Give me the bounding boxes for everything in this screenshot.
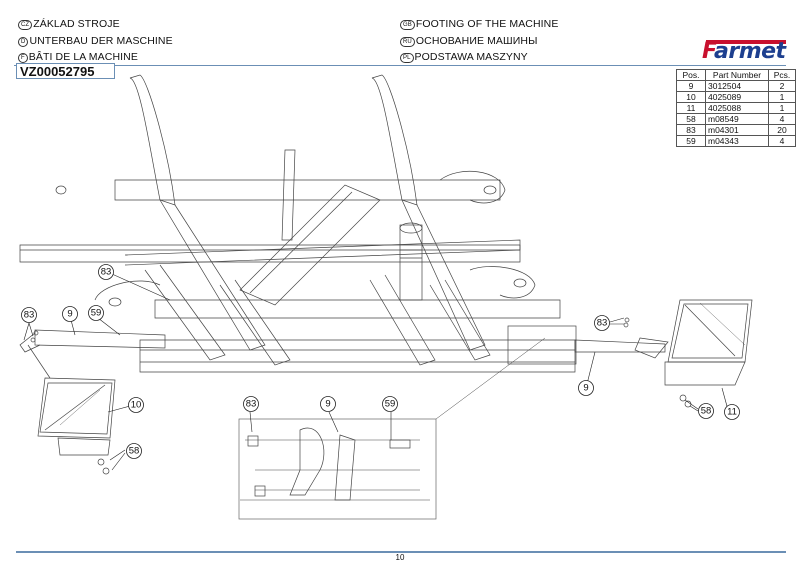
table-row: 9 3012504 2 bbox=[676, 80, 796, 92]
svg-text:11: 11 bbox=[727, 407, 737, 418]
callout-59-left: 59 bbox=[88, 305, 104, 321]
callout-83-right: 83 bbox=[594, 315, 610, 331]
parts-table: Pos. Part Number Pcs. 9 3012504 2 10 402… bbox=[676, 69, 796, 147]
callout-58-right: 58 bbox=[698, 403, 714, 419]
cell-pcs: 1 bbox=[768, 102, 796, 114]
callout-9-detail: 9 bbox=[320, 396, 336, 412]
callout-11: 11 bbox=[724, 404, 740, 420]
cell-pcs: 20 bbox=[768, 124, 796, 136]
table-row: 11 4025088 1 bbox=[676, 102, 796, 114]
lang-badge-fr: F bbox=[18, 53, 28, 63]
cell-pos: 59 bbox=[676, 135, 706, 147]
title-gb-text: FOOTING OF THE MACHINE bbox=[415, 18, 559, 30]
table-row: 83 m04301 20 bbox=[676, 124, 796, 136]
title-ru-text: ОСНОВАНИЕ МАШИНЫ bbox=[415, 35, 538, 47]
col-header-pos: Pos. bbox=[676, 69, 706, 81]
cell-pos: 83 bbox=[676, 124, 706, 136]
svg-text:83: 83 bbox=[246, 399, 257, 410]
lang-badge-gb: GB bbox=[400, 20, 415, 30]
callout-83-left: 83 bbox=[21, 307, 37, 323]
svg-text:9: 9 bbox=[325, 399, 330, 410]
svg-text:83: 83 bbox=[597, 318, 608, 329]
svg-text:83: 83 bbox=[24, 310, 35, 321]
table-row: 58 m08549 4 bbox=[676, 113, 796, 125]
svg-text:58: 58 bbox=[129, 446, 140, 457]
svg-text:9: 9 bbox=[583, 383, 588, 394]
callout-58-left: 58 bbox=[126, 443, 142, 459]
cell-pcs: 2 bbox=[768, 80, 796, 92]
callout-9-right: 9 bbox=[578, 380, 594, 396]
title-cz-text: ZÁKLAD STROJE bbox=[33, 18, 120, 30]
cell-pcs: 4 bbox=[768, 113, 796, 125]
cell-pos: 58 bbox=[676, 113, 706, 125]
title-de-text: UNTERBAU DER MASCHINE bbox=[29, 35, 173, 47]
cell-part-number: m04343 bbox=[705, 135, 769, 147]
cell-pcs: 1 bbox=[768, 91, 796, 103]
svg-text:59: 59 bbox=[91, 308, 102, 319]
table-row: 10 4025089 1 bbox=[676, 91, 796, 103]
svg-text:10: 10 bbox=[131, 400, 142, 411]
logo-wordmark: Farmet bbox=[702, 39, 786, 64]
callout-59-detail: 59 bbox=[382, 396, 398, 412]
col-header-part-number: Part Number bbox=[705, 69, 769, 81]
farmet-logo: Farmet bbox=[700, 35, 786, 64]
page-number: 10 bbox=[395, 553, 405, 562]
cell-pos: 10 bbox=[676, 91, 706, 103]
lang-badge-cz: CZ bbox=[18, 20, 33, 30]
part-code-box: VZ00052795 bbox=[16, 63, 115, 79]
parts-table-header: Pos. Part Number Pcs. bbox=[676, 69, 796, 81]
cell-pos: 11 bbox=[676, 102, 706, 114]
title-fr-text: BÂTI DE LA MACHINE bbox=[28, 51, 138, 63]
logo-bar bbox=[706, 40, 786, 44]
header-divider bbox=[14, 65, 786, 66]
callout-83-detail: 83 bbox=[243, 396, 259, 412]
cell-part-number: m08549 bbox=[705, 113, 769, 125]
svg-text:59: 59 bbox=[385, 399, 396, 410]
table-row: 59 m04343 4 bbox=[676, 135, 796, 147]
col-header-pcs: Pcs. bbox=[768, 69, 796, 81]
lang-badge-pl: PL bbox=[400, 53, 414, 63]
callout-83-top: 83 bbox=[98, 264, 114, 280]
cell-pcs: 4 bbox=[768, 135, 796, 147]
cell-pos: 9 bbox=[676, 80, 706, 92]
title-pl-text: PODSTAWA MASZYNY bbox=[414, 51, 528, 63]
cell-part-number: 4025088 bbox=[705, 102, 769, 114]
callout-10: 10 bbox=[128, 397, 144, 413]
lang-badge-de: D bbox=[18, 37, 29, 47]
cell-part-number: m04301 bbox=[705, 124, 769, 136]
svg-text:9: 9 bbox=[67, 309, 72, 320]
callout-9-left: 9 bbox=[62, 306, 78, 322]
lang-badge-ru: RU bbox=[400, 37, 415, 47]
cell-part-number: 4025089 bbox=[705, 91, 769, 103]
svg-text:58: 58 bbox=[701, 406, 712, 417]
frame-linework bbox=[19, 74, 753, 520]
footer-divider bbox=[16, 551, 786, 553]
cell-part-number: 3012504 bbox=[705, 80, 769, 92]
svg-text:83: 83 bbox=[101, 267, 112, 278]
